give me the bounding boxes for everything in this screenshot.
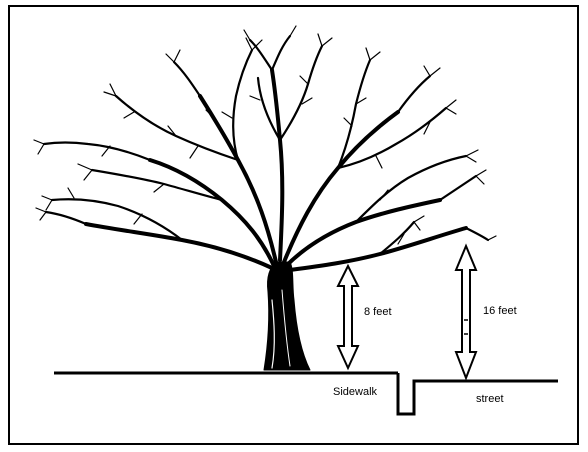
sidewalk-clearance-arrow bbox=[336, 263, 360, 371]
street-label: street bbox=[476, 393, 504, 405]
tree-branches bbox=[84, 68, 468, 272]
ground-profile bbox=[54, 371, 558, 416]
diagram-frame bbox=[8, 5, 579, 445]
sidewalk-clearance-label: 8 feet bbox=[364, 306, 392, 318]
street-clearance-label: 16 feet bbox=[483, 305, 517, 317]
curb bbox=[396, 373, 558, 416]
sidewalk-label: Sidewalk bbox=[333, 386, 378, 398]
tree-trunk bbox=[263, 261, 311, 371]
tree-illustration bbox=[33, 25, 497, 371]
street-clearance-arrow bbox=[454, 243, 478, 381]
